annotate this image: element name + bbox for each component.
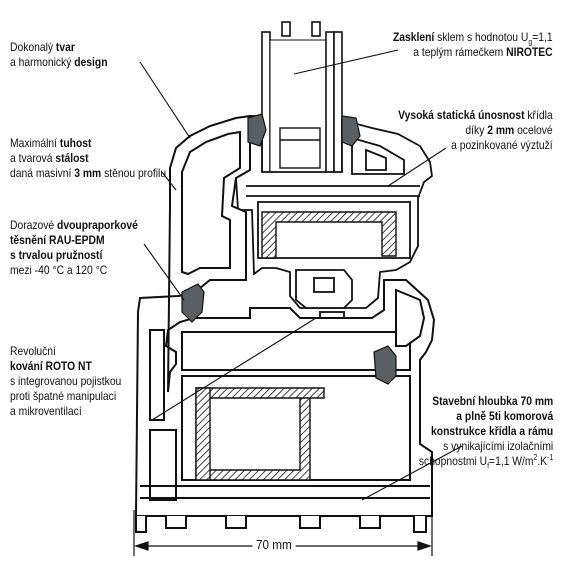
annotation-text: Vysoká statická únosnost (398, 108, 525, 122)
annotation-text: Dokonalý (10, 40, 56, 54)
annotation-text: tvar (55, 40, 75, 54)
annotation-text: Revoluční (10, 344, 56, 358)
annotation-text: design (74, 55, 108, 69)
leader-lines (139, 49, 463, 501)
annotation-design: Dokonalý tvar a harmonický design (10, 40, 108, 70)
annotation-text: =1,1 (532, 30, 553, 44)
annotation-glazing: Zasklení sklem s hodnotou Ug=1,1 a teplý… (393, 30, 553, 60)
annotation-hardware: Revoluční kování ROTO NT s integrovanou … (10, 344, 121, 419)
annotation-text: s integrovanou pojistkou (10, 374, 122, 388)
annotation-text: a tvarová (10, 151, 56, 165)
annotation-text: a teplým rámečkem (413, 45, 507, 59)
gasket-glass-outer (341, 115, 361, 147)
annotation-text: .K (537, 454, 547, 468)
spacer-frame (279, 127, 321, 169)
annotation-text: mezi -40 °C a 120 °C (10, 263, 108, 277)
annotation-text: f (486, 461, 489, 471)
annotation-text: a pozinkované výztuží (451, 138, 553, 152)
annotation-text: s vynikajícími izolačními (442, 439, 553, 453)
annotation-text: konstrukce křídla a rámu (430, 424, 553, 438)
annotation-text: a plně 5ti komorová (456, 409, 553, 423)
steel-reinforcement-sash (261, 211, 397, 259)
gasket-glass-inner (247, 113, 267, 147)
annotation-text: těsnění RAU-EPDM (10, 233, 105, 247)
annotation-text: Stavební hloubka 70 mm (431, 394, 553, 408)
annotation-text: s trvalou pružností (10, 248, 103, 262)
gasket-sash-stop (373, 345, 397, 385)
annotation-text: sklem s hodnotou U (434, 30, 529, 44)
annotation-text: křídla (524, 108, 553, 122)
annotation-strength: Vysoká statická únosnost křídla díky 2 m… (399, 108, 553, 153)
annotation-text: dvoupraporkové (57, 218, 138, 232)
annotation-text: proti špatné manipulaci (10, 389, 117, 403)
annotation-rigidity: Maximální tuhost a tvarová stálost daná … (10, 136, 166, 181)
annotation-text: 3 mm (74, 166, 102, 180)
annotation-text: 2 mm (487, 123, 515, 137)
gasket-frame-stop (181, 283, 205, 323)
annotation-text: kování ROTO NT (10, 359, 92, 373)
annotation-text: NIROTEC (506, 45, 553, 59)
annotation-text: stěnou profilu (101, 166, 167, 180)
annotation-text: -1 (546, 453, 553, 462)
annotation-depth: Stavební hloubka 70 mm a plně 5ti komoro… (418, 394, 553, 471)
annotation-text: Maximální (10, 136, 60, 150)
annotation-seals: Dorazové dvoupraporkové těsnění RAU-EPDM… (10, 218, 138, 278)
gaskets (181, 113, 397, 385)
annotation-text: stálost (55, 151, 89, 165)
annotation-text: Zasklení (393, 30, 435, 44)
annotation-text: ocelové (514, 123, 553, 137)
annotation-text: daná masivní (10, 166, 75, 180)
annotation-text: 2 (533, 453, 538, 462)
steel-reinforcement-frame (195, 387, 325, 481)
annotation-text: tuhost (59, 136, 92, 150)
annotation-text: g (528, 37, 533, 47)
annotation-text: a harmonický (10, 55, 75, 69)
dimension-label: 70 mm (252, 537, 296, 552)
annotation-text: a mikroventilací (10, 404, 82, 418)
annotation-text: schopnostmi U (418, 454, 487, 468)
annotation-text: díky (465, 123, 488, 137)
annotation-text: Dorazové (10, 218, 58, 232)
annotation-text: =1,1 W/m (488, 454, 534, 468)
